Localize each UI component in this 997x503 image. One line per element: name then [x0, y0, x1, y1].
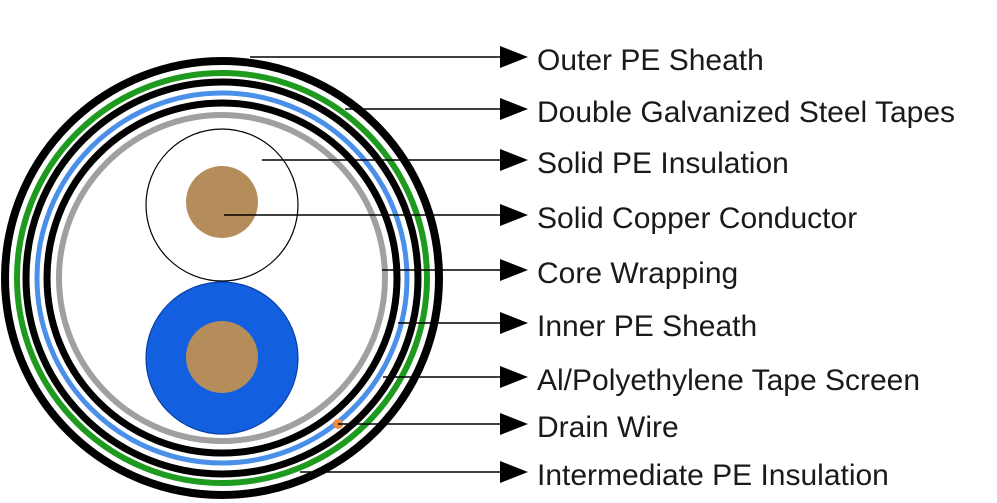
- arrowhead-intermediate-pe-insulation: [500, 461, 528, 483]
- solid-copper-conductor-upper: [186, 166, 258, 238]
- label-outer-pe-sheath: Outer PE Sheath: [537, 44, 764, 77]
- arrowhead-drain-wire: [500, 413, 528, 435]
- arrowhead-solid-pe-insulation: [500, 149, 528, 171]
- solid-copper-conductor-lower: [186, 321, 258, 393]
- arrowhead-steel-tapes: [500, 98, 528, 120]
- label-solid-copper-conductor: Solid Copper Conductor: [537, 202, 857, 235]
- label-al-polyethylene-tape-screen: Al/Polyethylene Tape Screen: [537, 364, 920, 397]
- label-core-wrapping: Core Wrapping: [537, 257, 738, 290]
- arrowhead-inner-pe-sheath: [500, 312, 528, 334]
- label-drain-wire: Drain Wire: [537, 411, 679, 444]
- label-intermediate-pe-insulation: Intermediate PE Insulation: [537, 459, 889, 492]
- al-tape-screen-ring: [34, 90, 410, 466]
- steel-tape-ring: [14, 70, 430, 486]
- arrowhead-solid-copper-conductor: [500, 204, 528, 226]
- arrowhead-core-wrapping: [500, 259, 528, 281]
- inner-pe-sheath-ring: [43, 99, 401, 457]
- leader-lines: [224, 56, 500, 473]
- intermediate-pe-insulation-ring: [22, 78, 422, 478]
- core-wrapping-ring: [56, 112, 388, 444]
- arrowheads: [500, 46, 528, 483]
- label-inner-pe-sheath: Inner PE Sheath: [537, 310, 757, 343]
- label-double-galvanized-steel-tapes: Double Galvanized Steel Tapes: [537, 96, 955, 129]
- arrowhead-outer-pe-sheath: [500, 46, 528, 68]
- label-solid-pe-insulation: Solid PE Insulation: [537, 147, 789, 180]
- labels: Outer PE Sheath Double Galvanized Steel …: [537, 44, 955, 492]
- arrowhead-al-tape-screen: [500, 366, 528, 388]
- cable-cross-section: [1, 57, 443, 499]
